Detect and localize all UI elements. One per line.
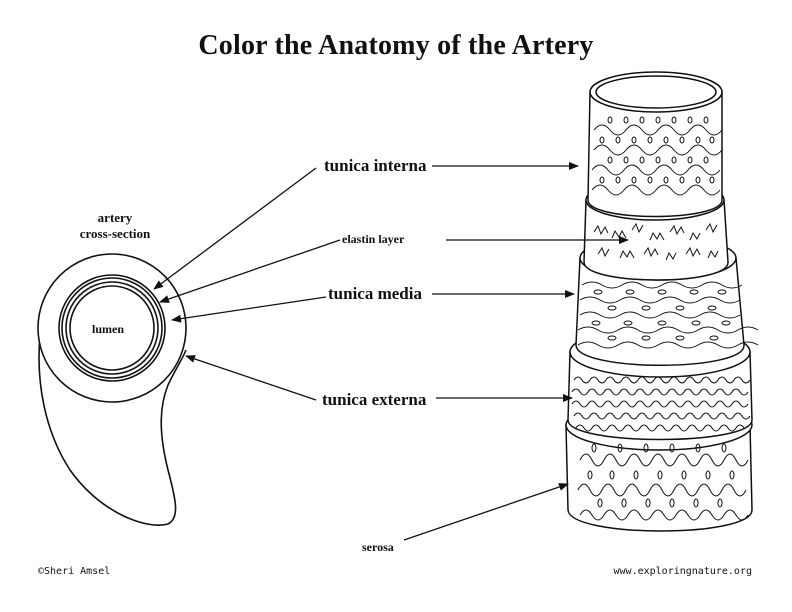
cross-section-heading-line2: cross-section (79, 226, 151, 241)
tunica-media-label: tunica media (328, 284, 422, 303)
cross-section-heading-line1: artery (97, 210, 133, 225)
tunica-externa-label: tunica externa (322, 390, 427, 409)
tunica-interna-section (587, 71, 723, 218)
tunica-interna-label: tunica interna (324, 156, 427, 175)
tunica-media-inner (61, 277, 163, 379)
lumen-circle (69, 285, 155, 371)
copyright-text: ©Sheri Amsel (38, 566, 111, 577)
vessel-opening-inner (595, 75, 717, 109)
tunica-interna-arrow-left (153, 167, 317, 290)
page-title: Color the Anatomy of the Artery (198, 30, 594, 61)
tunica-externa-arrow-left (185, 355, 317, 401)
lumen-label: lumen (92, 322, 125, 336)
serosa-label: serosa (362, 540, 394, 554)
tunica-media-outer (58, 274, 166, 382)
elastin-layer-label: elastin layer (342, 232, 405, 246)
tunica-media-arrow-left (171, 296, 327, 323)
cross-section-heading: artery cross-section (64, 210, 166, 242)
elastin-ring (65, 281, 159, 375)
artery-tube-body (38, 335, 187, 526)
serosa-arrow (403, 483, 569, 541)
website-link[interactable]: www.exploringnature.org (613, 566, 752, 577)
artery-cross-section (37, 253, 187, 526)
elastin-arrow-left (159, 239, 341, 303)
